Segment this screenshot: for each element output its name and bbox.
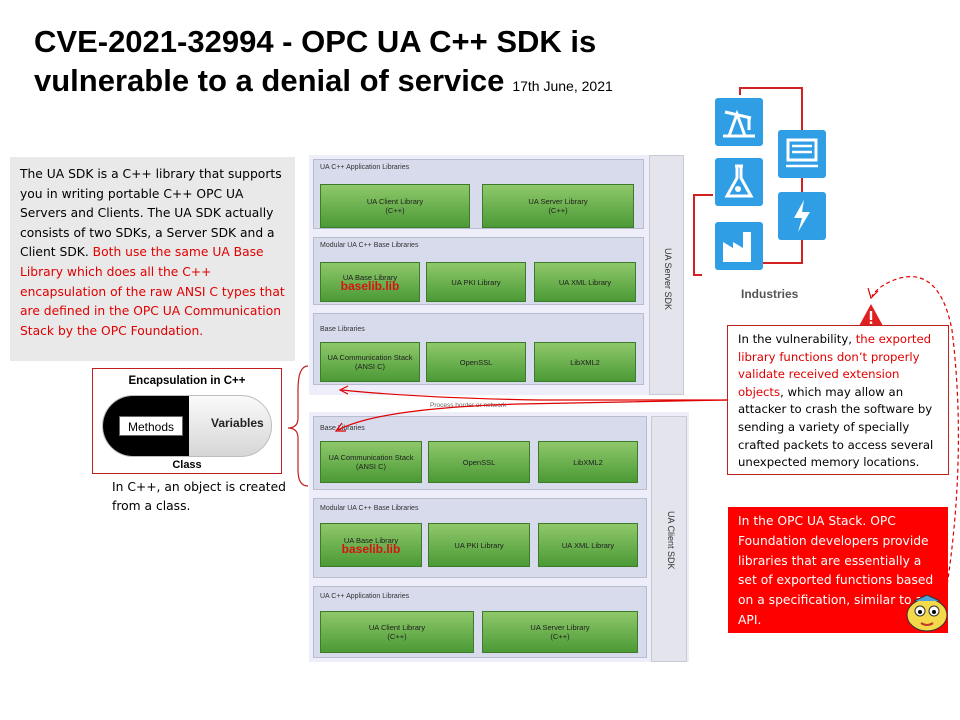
baselib-label: baselib.lib: [340, 279, 400, 293]
page-title: CVE-2021-32994 - OPC UA C++ SDK is vulne…: [34, 22, 613, 106]
title-line-1: CVE-2021-32994 - OPC UA C++ SDK is: [34, 24, 597, 59]
control-panel-icon: [778, 130, 826, 178]
client-base-panel: Base Libraries UA Communication Stack (A…: [313, 416, 647, 490]
oil-pump-icon: [715, 98, 763, 146]
ua-base-library-label: UA Base Library: [343, 536, 399, 545]
server-base-panel: Base Libraries UA Communication Stack (A…: [313, 313, 644, 385]
client-app-libs-panel: UA C++ Application Libraries UA Client L…: [313, 586, 647, 658]
panel-label: UA C++ Application Libraries: [320, 593, 410, 600]
vulnerability-description: In the vulnerability, the exported libra…: [727, 325, 949, 475]
ua-client-library-box: UA Client Library (C++): [320, 611, 474, 653]
client-sdk-side-label: UA Client SDK: [651, 416, 687, 662]
ua-xml-library-box: UA XML Library: [538, 523, 638, 567]
client-modular-panel: Modular UA C++ Base Libraries UA Base Li…: [313, 498, 647, 578]
capsule-graphic: Methods Variables: [102, 395, 272, 457]
ua-comm-stack-box: UA Communication Stack (ANSI C): [320, 342, 420, 382]
ua-base-library-box: UA Base Library baselib.lib: [320, 523, 422, 567]
bracket-connector: [287, 365, 309, 487]
title-line-2: vulnerable to a denial of service: [34, 63, 505, 98]
ua-server-library-box: UA Server Library (C++): [482, 184, 634, 228]
ua-pki-library-box: UA PKI Library: [426, 262, 526, 302]
industries-label: Industries: [741, 287, 799, 301]
ua-server-library-box: UA Server Library (C++): [482, 611, 638, 653]
ua-pki-library-box: UA PKI Library: [428, 523, 530, 567]
baselib-label: baselib.lib: [341, 542, 401, 556]
server-sdk-stack: UA C++ Application Libraries UA Client L…: [309, 155, 684, 395]
vuln-text-a: In the vulnerability,: [738, 332, 856, 346]
encapsulation-figure: Encapsulation in C++ Methods Variables C…: [92, 368, 282, 474]
server-sdk-side-label: UA Server SDK: [649, 155, 684, 395]
panel-label: Modular UA C++ Base Libraries: [320, 505, 419, 512]
ua-xml-library-box: UA XML Library: [534, 262, 636, 302]
openssl-box: OpenSSL: [428, 441, 530, 483]
server-app-libs-panel: UA C++ Application Libraries UA Client L…: [313, 159, 644, 229]
factory-icon: [715, 222, 763, 270]
methods-label: Methods: [119, 416, 183, 436]
panel-label: Modular UA C++ Base Libraries: [320, 242, 419, 249]
ua-client-library-box: UA Client Library (C++): [320, 184, 470, 228]
vuln-text-b: , which may allow an attacker to crash t…: [738, 384, 934, 470]
variables-label: Variables: [211, 416, 264, 430]
process-border-label: Process border or network: [430, 402, 507, 409]
panel-label: Base Libraries: [320, 326, 365, 333]
class-label: Class: [172, 459, 202, 471]
intro-text-highlight: Both use the same UA Base Library which …: [20, 245, 285, 338]
vuln-text-highlight: the exported library functions don’t pro…: [738, 332, 932, 399]
client-sdk-stack: Base Libraries UA Communication Stack (A…: [309, 412, 689, 662]
title-date: 17th June, 2021: [512, 78, 613, 94]
panel-label: UA C++ Application Libraries: [320, 164, 410, 171]
server-modular-panel: Modular UA C++ Base Libraries UA Base Li…: [313, 237, 644, 305]
intro-text: The UA SDK is a C++ library that support…: [20, 167, 282, 260]
lightning-icon: [778, 192, 826, 240]
openssl-box: OpenSSL: [426, 342, 526, 382]
encapsulation-caption: In C++, an object is created from a clas…: [112, 480, 286, 513]
intro-text-box: The UA SDK is a C++ library that support…: [10, 157, 295, 361]
ua-comm-stack-box: UA Communication Stack (ANSI C): [320, 441, 422, 483]
libxml2-box: LibXML2: [534, 342, 636, 382]
ua-base-library-label: UA Base Library: [342, 273, 398, 282]
ua-base-library-box: UA Base Library baselib.lib: [320, 262, 420, 302]
flask-icon: [715, 158, 763, 206]
libxml2-box: LibXML2: [538, 441, 638, 483]
warning-icon: [859, 304, 883, 326]
encapsulation-title: Encapsulation in C++: [128, 375, 246, 387]
mascot-icon: [906, 594, 948, 632]
